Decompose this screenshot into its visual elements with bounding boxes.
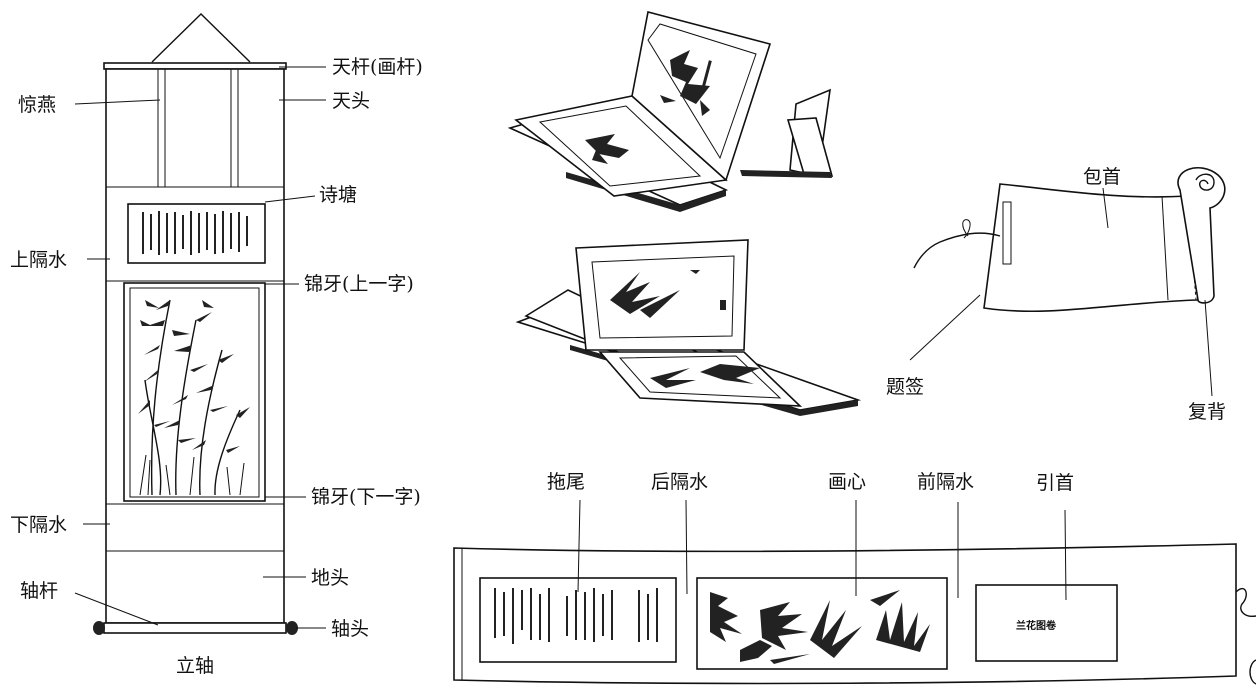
rolled-scroll-leaders bbox=[909, 187, 1213, 397]
roller-knob-right bbox=[286, 621, 298, 635]
poem-calligraphy bbox=[142, 211, 248, 255]
hanging-string bbox=[151, 13, 251, 63]
frontispiece-panel bbox=[975, 584, 1118, 662]
album-leaf-open bbox=[507, 11, 834, 212]
label-ditou: 地头 bbox=[311, 567, 349, 589]
label-tiqian: 题签 bbox=[886, 376, 924, 398]
roller-rod bbox=[103, 622, 287, 634]
poem-panel bbox=[127, 203, 266, 264]
label-huaxin: 画心 bbox=[828, 471, 866, 493]
rolled-scroll-body bbox=[983, 183, 1199, 313]
label-shitang: 诗塘 bbox=[319, 184, 357, 206]
album-orchid-open bbox=[515, 239, 862, 416]
label-jinya-upper: 锦牙(上一字) bbox=[304, 273, 414, 295]
colophon-calligraphy bbox=[494, 588, 658, 644]
rolled-handscroll: 包首 题签 复背 bbox=[886, 166, 1226, 423]
label-hou-geshui: 后隔水 bbox=[651, 471, 708, 493]
label-qian-geshui: 前隔水 bbox=[917, 471, 974, 493]
hanging-scroll-leaders bbox=[74, 66, 326, 629]
top-rod bbox=[103, 62, 287, 70]
roller-knob-left bbox=[93, 621, 105, 635]
bamboo-painting bbox=[138, 299, 250, 496]
frontispiece-title: 兰花图卷 bbox=[1016, 619, 1057, 632]
label-yinshou: 引首 bbox=[1036, 472, 1074, 494]
label-fubei: 复背 bbox=[1188, 401, 1226, 423]
label-zhoutou: 轴头 bbox=[331, 618, 369, 640]
handscroll-leaders bbox=[577, 499, 1067, 601]
label-shang-geshui: 上隔水 bbox=[10, 249, 67, 271]
label-zhougan: 轴杆 bbox=[20, 580, 58, 602]
tie-cord bbox=[913, 232, 1001, 269]
hanging-scroll: 天杆(画杆) 惊燕 天头 诗塘 上隔水 锦牙(上一字) 锦牙(下一字) 下隔水 … bbox=[10, 13, 423, 677]
label-tuowei: 拖尾 bbox=[547, 471, 585, 493]
open-handscroll: 兰花图卷 拖尾 后隔水 画心 前隔水 引首 bbox=[453, 471, 1256, 685]
painting-frame bbox=[123, 282, 266, 502]
label-tiantou: 天头 bbox=[332, 90, 370, 112]
label-jingyan: 惊燕 bbox=[18, 94, 56, 116]
caption-lizhou: 立轴 bbox=[176, 655, 214, 677]
painting-inner bbox=[129, 287, 260, 498]
label-tiangan: 天杆(画杆) bbox=[332, 56, 423, 78]
label-baoshou: 包首 bbox=[1083, 166, 1121, 188]
orchid-painting bbox=[710, 590, 930, 664]
label-xia-geshui: 下隔水 bbox=[10, 514, 67, 536]
label-jinya-lower: 锦牙(下一字) bbox=[311, 486, 421, 508]
title-slip bbox=[1002, 201, 1012, 265]
